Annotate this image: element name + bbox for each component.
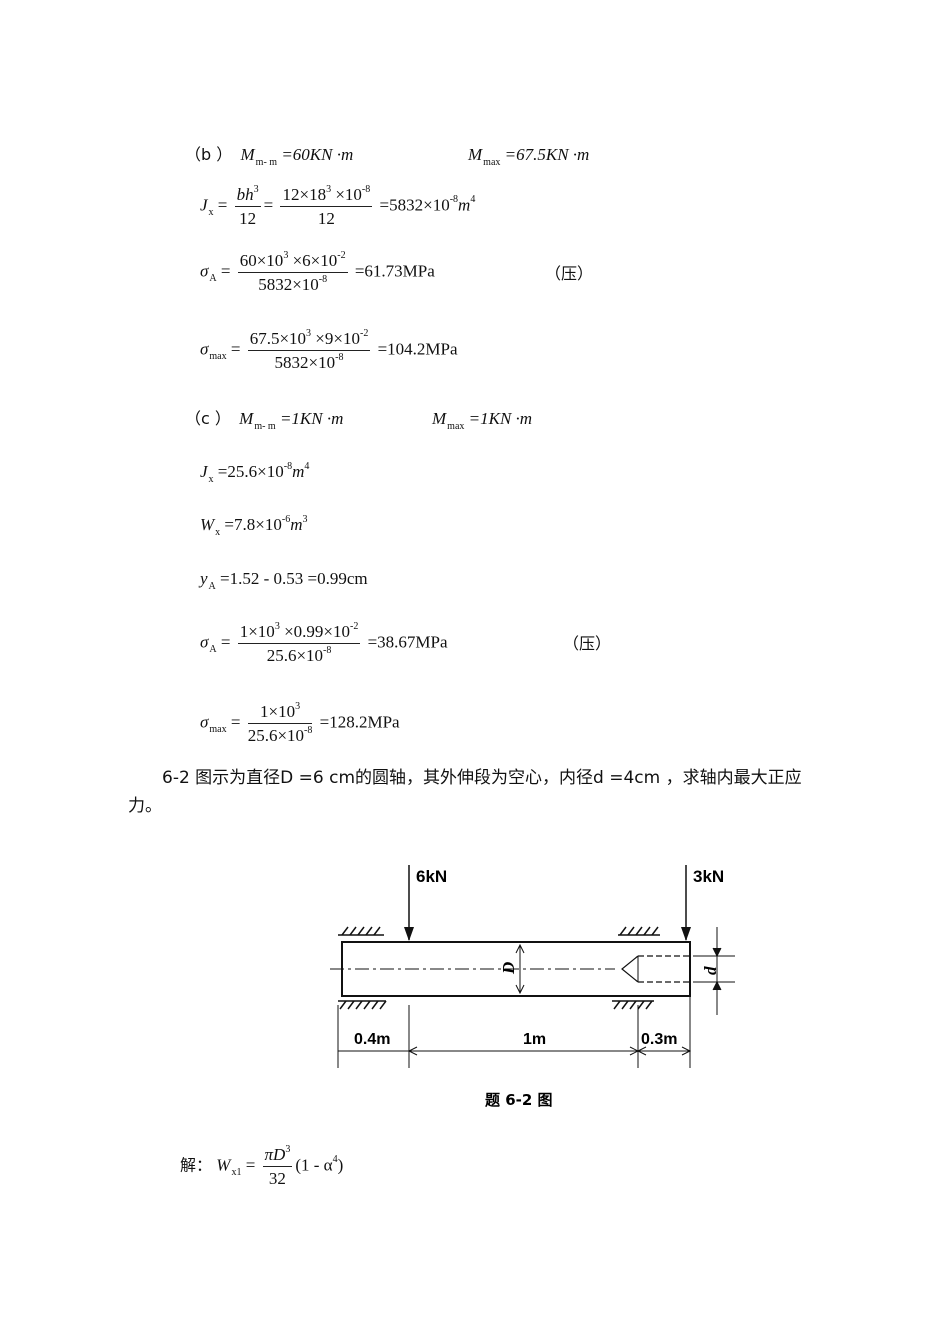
figure-caption: 题 6-2 图 [485,1091,553,1109]
hollow-cone [621,955,639,983]
problem-statement-line2: 力。 [128,796,162,816]
part-c-mmax: Mmax =1KN ·m [432,409,533,432]
part-c-wx: Wx =7.8×10-6m3 [200,514,308,538]
part-b-compression-note: （压） [545,264,594,283]
part-c-jx: Jx =25.6×10-8m4 [200,461,310,485]
segment-1-label: 0.4m [354,1031,390,1048]
part-b-mmax-value: =67.5KN ·m [504,145,590,164]
solution-label: 解： [180,1155,213,1175]
part-b-mmm-value: =60KN ·m [281,145,354,164]
part-c-compression-note: （压） [563,634,612,653]
segment-2-label: 1m [523,1031,546,1048]
load-left-label: 6kN [416,867,447,886]
dim-d-label: d [701,966,720,975]
support-right [612,926,660,1010]
part-b-moment-line: （b ） Mm- m =60KN ·m [185,145,354,168]
support-left [338,926,387,1010]
part-b-label: （b ） [185,145,233,164]
part-c-label: （c ） [185,409,231,428]
length-dimensions [337,996,691,1068]
dim-D-label: D [499,962,518,975]
hollow-section [638,955,690,983]
part-b-mmax: Mmax =67.5KN ·m [468,145,590,168]
shaft-figure: D d 6kN 3kN 0.4m 1m 0 [330,865,735,1109]
load-right-label: 3kN [693,867,724,886]
problem-statement-line1: 6-2 图示为直径D =6 cm的圆轴，其外伸段为空心，内径d =4cm ，求轴… [162,768,802,788]
part-c-ya: yA =1.52 - 0.53 =0.99cm [200,569,368,592]
segment-3-label: 0.3m [641,1031,677,1048]
part-c-moment-line: （c ） Mm- m =1KN ·m [185,409,344,432]
